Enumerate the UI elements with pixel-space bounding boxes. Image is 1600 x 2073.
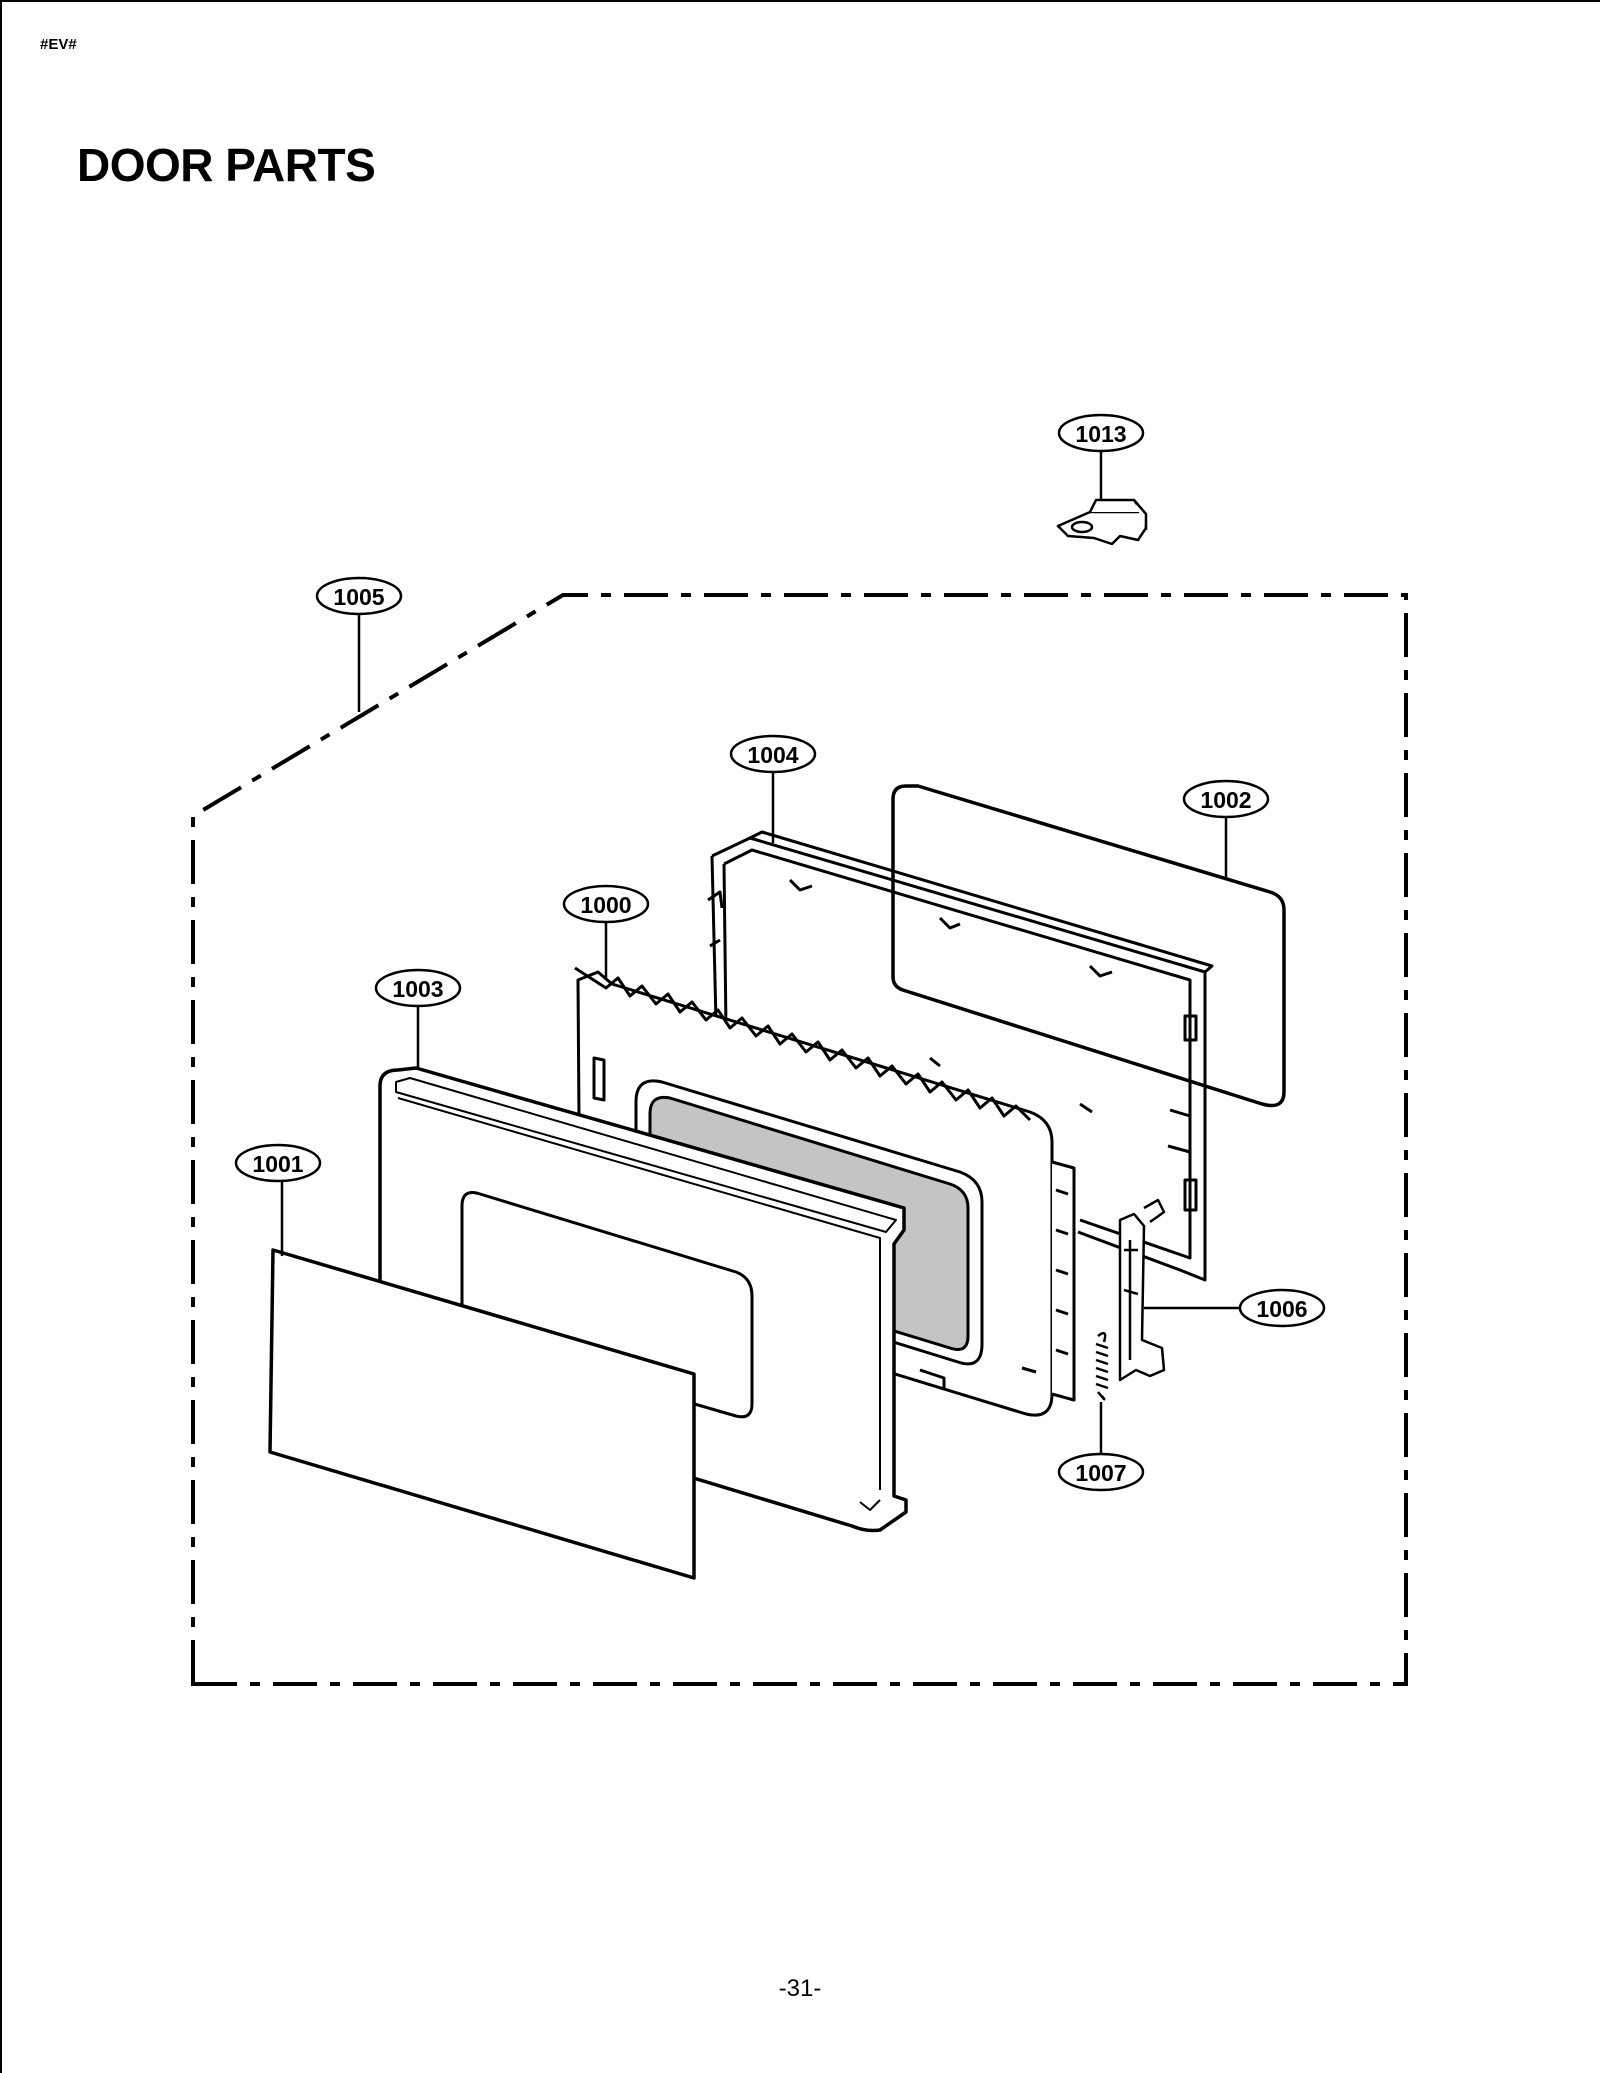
callout-oval-1004 [729, 734, 817, 774]
leader-lines [280, 450, 1242, 1454]
callout-label-1002: 1002 [1200, 787, 1251, 813]
callout-oval-1007 [1057, 1452, 1145, 1492]
callout-oval-1002 [1182, 779, 1270, 819]
callout-label-1000: 1000 [580, 892, 631, 918]
document-code: #EV# [40, 36, 77, 53]
callout-label-1006: 1006 [1256, 1296, 1307, 1322]
callout-label-1001: 1001 [252, 1151, 303, 1177]
callout-oval-1005 [315, 576, 403, 616]
hinge-cap-part [1056, 498, 1148, 546]
callout-oval-1013 [1057, 413, 1145, 453]
callout-labels: 1013 1005 1004 1002 1000 1003 1001 1006 … [252, 421, 1307, 1486]
callout-label-1003: 1003 [392, 976, 443, 1002]
assembly-boundary [191, 593, 1408, 1686]
callout-label-1004: 1004 [747, 742, 798, 768]
spring-part [1095, 1331, 1109, 1401]
callout-label-1013: 1013 [1075, 421, 1126, 447]
callout-oval-1003 [374, 968, 462, 1008]
page-title: DOOR PARTS [77, 139, 376, 191]
callout-oval-1001 [234, 1143, 322, 1183]
callout-label-1007: 1007 [1075, 1460, 1126, 1486]
callout-oval-1000 [562, 884, 650, 924]
callout-oval-1006 [1238, 1288, 1326, 1328]
door-screen-part [268, 1248, 696, 1580]
door-frame-part [707, 830, 1214, 1282]
page-number: -31- [778, 1975, 822, 2002]
callout-ovals [234, 413, 1326, 1492]
latch-key-part [1118, 1198, 1166, 1382]
callout-label-1005: 1005 [333, 584, 384, 610]
